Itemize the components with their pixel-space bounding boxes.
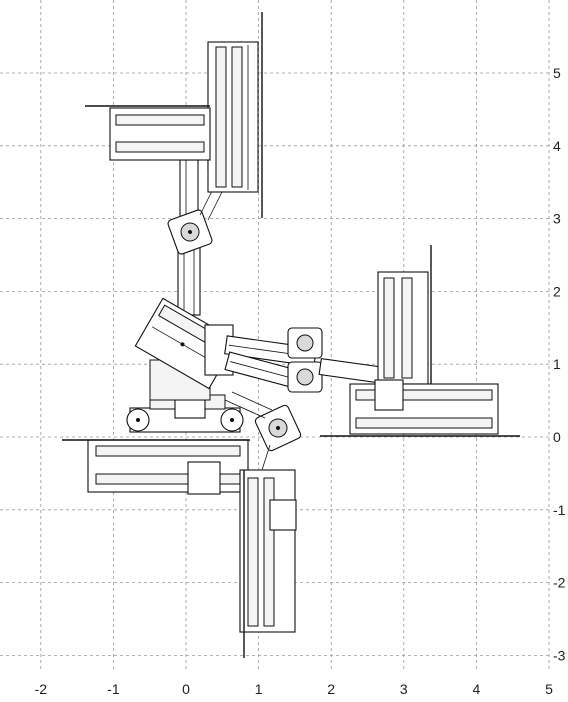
y-tick-label: 0 bbox=[553, 429, 561, 445]
x-tick-label: 2 bbox=[327, 681, 335, 697]
x-tick-label: 5 bbox=[545, 681, 553, 697]
x-tick-label: -1 bbox=[107, 681, 120, 697]
y-tick-label: -2 bbox=[553, 575, 566, 591]
shoulder-block bbox=[134, 297, 238, 401]
robot-arm-poses bbox=[62, 12, 520, 658]
y-tick-label: 1 bbox=[553, 356, 561, 372]
x-tick-label: -2 bbox=[35, 681, 48, 697]
y-tick-label: -3 bbox=[553, 647, 566, 663]
x-tick-label: 3 bbox=[400, 681, 408, 697]
y-tick-label: -1 bbox=[553, 502, 566, 518]
end-effector-right-horizontal bbox=[320, 379, 520, 437]
end-effector-right-vertical bbox=[377, 245, 432, 385]
end-effector-top-horizontal bbox=[85, 105, 211, 161]
x-tick-label: 4 bbox=[473, 681, 481, 697]
end-effector-left-horizontal bbox=[62, 439, 250, 495]
grid bbox=[0, 0, 550, 672]
x-tick-label: 0 bbox=[182, 681, 190, 697]
end-effector-top-vertical bbox=[207, 12, 263, 218]
y-tick-label: 2 bbox=[553, 283, 561, 299]
end-effector-bottom-vertical bbox=[239, 444, 297, 658]
y-tick-label: 4 bbox=[553, 138, 561, 154]
y-tick-label: 5 bbox=[553, 65, 561, 81]
elbow-joint-low bbox=[224, 391, 302, 452]
arm-right bbox=[224, 327, 382, 393]
y-tick-label: 3 bbox=[553, 211, 561, 227]
tick-labels: -2 -1 0 1 2 3 4 5 5 4 3 2 1 0 -1 -2 -3 bbox=[35, 65, 566, 697]
x-tick-label: 1 bbox=[255, 681, 263, 697]
